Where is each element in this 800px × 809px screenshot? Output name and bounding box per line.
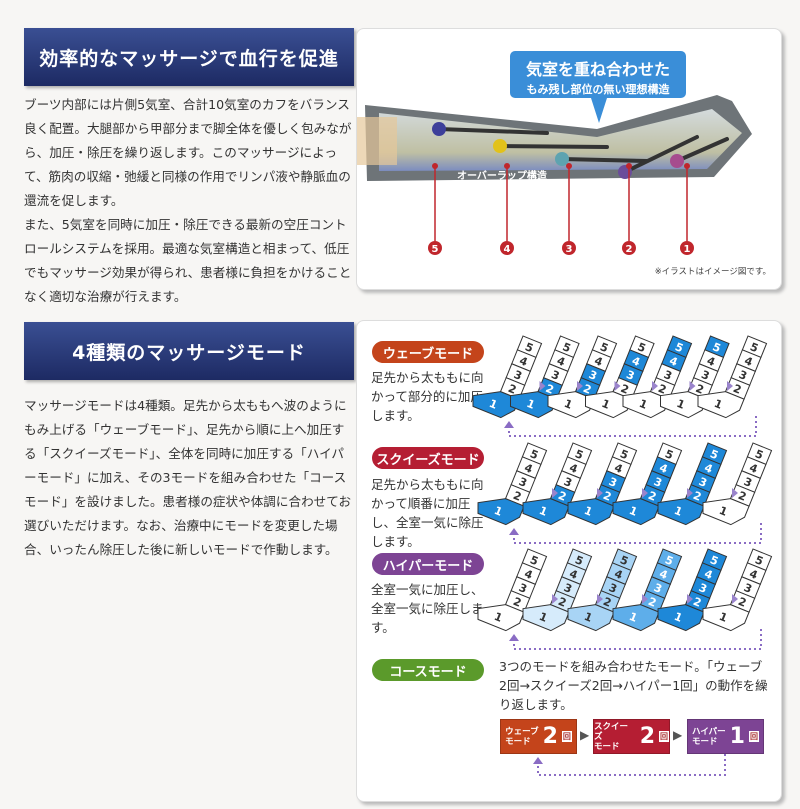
svg-text:4: 4 [504, 244, 511, 255]
svg-text:5: 5 [432, 244, 439, 255]
svg-text:1: 1 [684, 244, 691, 255]
step-line2: モード [594, 741, 620, 752]
step-line2: モード [505, 736, 531, 747]
step-line1: ウェーブ [505, 726, 539, 737]
section-title-massage-modes: 4種類のマッサージモード [24, 322, 354, 380]
section-title-blood-flow: 効率的なマッサージで血行を促進 [24, 28, 354, 86]
callout-line2: もみ残し部位の無い理想構造 [527, 82, 671, 96]
section-body-massage-modes: マッサージモードは4種類。足先から太ももへ波のようにもみ上げる「ウェーブモード」… [24, 398, 352, 557]
squeeze-mode-label: スクイーズモード [372, 447, 484, 469]
section-body-blood-flow: ブーツ内部には片側5気室、合計10気室のカフをバランス良く配置。大腿部から甲部分… [24, 97, 352, 304]
svg-text:3: 3 [566, 244, 573, 255]
step-line2: モード [692, 736, 718, 747]
step-unit: 回 [748, 731, 759, 742]
flow-arrow-icon: ▶ [580, 728, 590, 742]
valve-4 [493, 139, 507, 153]
chamber-marker-2: 2 [622, 163, 636, 255]
wave-mode-label: ウェーブモード [372, 341, 484, 363]
wave-mode-desc: 足先から太ももに向かって部分的に加圧します。 [371, 370, 484, 423]
step-count: 2 [542, 724, 558, 749]
step-unit: 回 [561, 731, 572, 742]
boot-chambers [379, 109, 742, 171]
chamber-marker-5: 5 [428, 163, 442, 255]
svg-text:2: 2 [626, 244, 633, 255]
hyper-mode-desc: 全室一気に加圧し、全室一気に除圧します。 [371, 582, 484, 635]
illustration-note: ※イラストはイメージ図です。 [655, 267, 771, 277]
squeeze-mode-desc: 足先から太ももに向かって順番に加圧し、全室一気に除圧します。 [371, 477, 484, 549]
chamber-marker-1: 1 [680, 163, 694, 255]
flow-arrow-icon: ▶ [673, 728, 683, 742]
step-count: 2 [639, 724, 655, 749]
step-line1: スクイーズ [594, 721, 629, 742]
thigh [357, 117, 397, 165]
valve-3 [555, 152, 569, 166]
chamber-marker-3: 3 [562, 163, 576, 255]
callout-bubble [510, 51, 686, 123]
step-count: 1 [729, 724, 745, 749]
step-unit: 回 [659, 731, 669, 742]
step-line1: ハイパー [692, 726, 726, 737]
course-mode-desc: 3つのモードを組み合わせたモード。「ウェーブ2回→スクイーズ2回→ハイパー1回」… [499, 659, 768, 712]
chamber-marker-4: 4 [500, 163, 514, 255]
overlap-label: オーバーラップ構造 [457, 169, 548, 182]
course-mode-label: コースモード [372, 659, 484, 681]
valve-5 [432, 122, 446, 136]
hyper-mode-label: ハイパーモード [372, 553, 484, 575]
callout-line1: 気室を重ね合わせた [526, 60, 670, 79]
valve-1 [670, 154, 684, 168]
